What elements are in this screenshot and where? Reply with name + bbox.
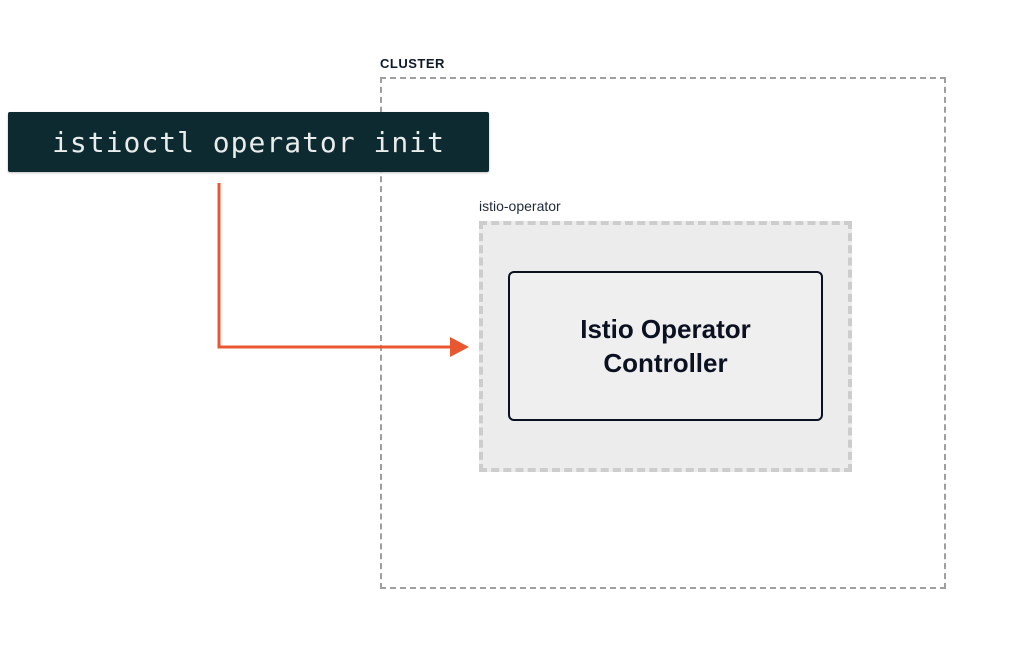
command-text: istioctl operator init (52, 125, 445, 159)
operator-controller-label: Istio Operator Controller (580, 314, 751, 378)
command-box: istioctl operator init (8, 112, 489, 172)
cluster-label: CLUSTER (380, 56, 445, 71)
operator-controller-box: Istio Operator Controller (508, 271, 823, 421)
namespace-label: istio-operator (479, 198, 561, 214)
